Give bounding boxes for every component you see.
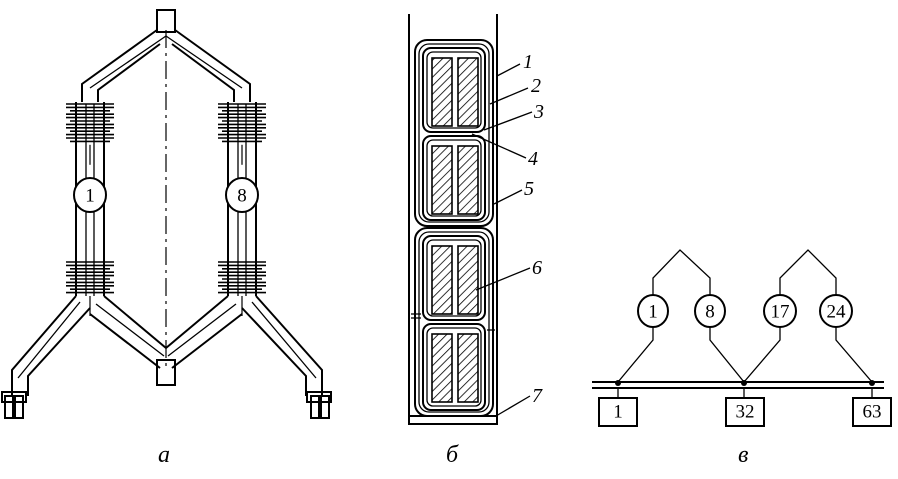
lower-winding-block [411,227,495,417]
unit-c-1: 1 [637,294,669,328]
terminal-box-1: 1 [598,388,638,427]
unit-c-24-label: 24 [827,302,847,323]
callout-2: 2 [531,75,541,97]
callout-3: 3 [533,101,544,123]
unit-8: 8 [225,177,259,213]
diagram-c: 1 8 17 24 1 32 63 в [592,249,892,468]
callout-5: 5 [524,178,534,200]
right-fork-terminal [306,391,332,419]
unit-c-8: 8 [694,294,726,328]
unit-c-17: 17 [763,294,797,328]
conductor-bars [431,57,479,403]
caption-c: в [738,442,748,468]
terminal-box-32: 32 [725,388,765,427]
lower-bus [11,295,323,396]
terminal-1-label: 1 [613,402,623,423]
unit-c-8-label: 8 [705,302,715,323]
callout-4: 4 [528,148,538,170]
terminal-63-label: 63 [863,402,882,423]
diagram-b: 1 2 3 4 5 6 7 б [408,14,544,468]
base-plate [408,415,498,425]
upper-bus [81,29,251,102]
terminal-32-label: 32 [736,402,755,423]
caption-a: а [158,442,170,468]
callout-6: 6 [532,257,542,279]
right-upper-fins [218,103,266,165]
left-lower-fins [66,261,114,316]
unit-c-17-label: 17 [771,302,790,323]
left-fork-terminal [1,391,27,419]
unit-1: 1 [73,177,107,213]
unit-8-label: 8 [237,186,247,207]
bottom-terminal [156,359,176,386]
top-terminal [156,9,176,33]
left-pair-wiring [617,249,745,383]
left-upper-fins [66,103,114,165]
caption-b: б [446,442,459,468]
callout-7: 7 [532,385,543,407]
unit-c-24: 24 [819,294,853,328]
diagram-a: 1 8 [1,9,332,468]
callout-1: 1 [523,51,533,73]
unit-1-label: 1 [85,186,95,207]
right-pair-wiring [743,249,873,383]
right-lower-fins [218,261,266,316]
leader-lines [471,63,533,417]
terminal-box-63: 63 [852,388,892,427]
upper-winding-block [414,39,494,227]
unit-c-1-label: 1 [648,302,658,323]
